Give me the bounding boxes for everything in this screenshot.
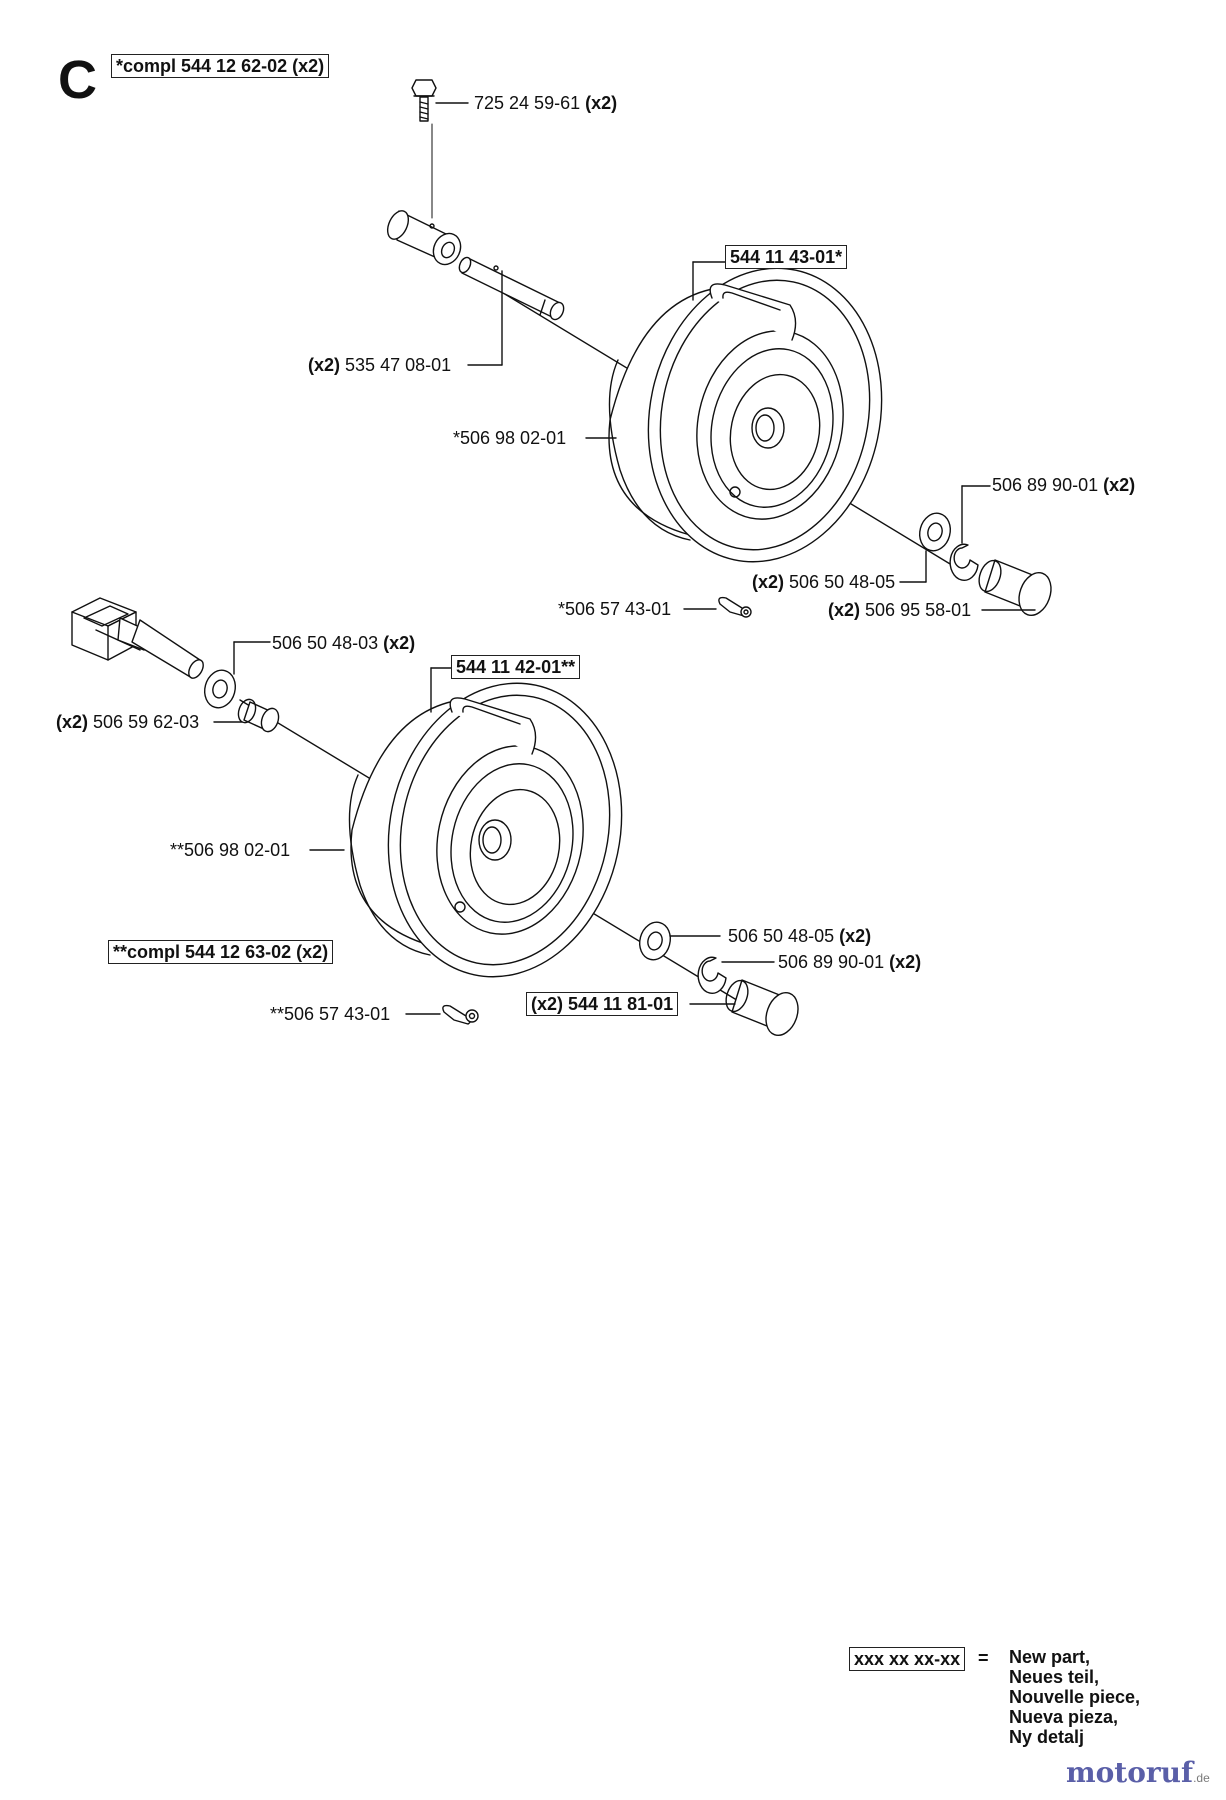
- legend-line: Nueva pieza,: [1009, 1707, 1119, 1727]
- lower-bushing: [237, 698, 280, 733]
- legend-line: Nouvelle piece,: [1009, 1687, 1141, 1707]
- label-bushing: (x2) 506 59 62-03: [56, 712, 200, 732]
- label-washer-lower: 506 50 48-05 (x2): [728, 926, 872, 946]
- upper-washer: [918, 512, 952, 552]
- lower-hub-cap: [725, 979, 799, 1037]
- legend-line: Ny detalj: [1009, 1727, 1085, 1747]
- label-clamp-upper: *506 57 43-01: [558, 599, 672, 619]
- lower-spindle-shaft: [131, 619, 204, 679]
- lower-tire-edge: [348, 774, 431, 956]
- upper-tire-edge: [608, 359, 691, 541]
- legend-line: New part,: [1009, 1647, 1091, 1667]
- lower-assembly-label: **compl 544 12 63-02 (x2): [108, 940, 334, 964]
- label-tire-upper: *506 98 02-01: [453, 428, 567, 448]
- label-wheel-lower: 544 11 42-01**: [451, 655, 581, 679]
- lower-washer-outer: [638, 921, 672, 961]
- lower-clamp: [442, 1004, 479, 1025]
- section-letter: C: [58, 50, 97, 110]
- upper-bolt: [411, 79, 437, 122]
- label-washer-inner: 506 50 48-03 (x2): [272, 633, 416, 653]
- watermark-logo: motoruf.de: [1066, 1756, 1210, 1789]
- upper-axle-pin: [458, 256, 565, 321]
- lower-wheel: [350, 682, 623, 978]
- label-clip-upper: 506 89 90-01 (x2): [992, 475, 1136, 495]
- upper-clamp: [718, 596, 752, 618]
- upper-clip: [949, 543, 979, 581]
- lower-washer-inner: [203, 669, 237, 709]
- upper-assembly-label: *compl 544 12 62-02 (x2): [111, 54, 330, 78]
- legend-equals: =: [978, 1648, 989, 1668]
- label-washer-upper: (x2) 506 50 48-05: [752, 572, 896, 592]
- label-axle: (x2) 535 47 08-01: [308, 355, 452, 375]
- label-clamp-lower: **506 57 43-01: [270, 1004, 391, 1024]
- label-cap-upper: (x2) 506 95 58-01: [828, 600, 972, 620]
- lower-clip: [697, 956, 727, 994]
- upper-spindle-housing: [386, 210, 462, 266]
- label-wheel-upper: 544 11 43-01*: [725, 245, 848, 269]
- upper-wheel: [608, 267, 883, 563]
- upper-hub-cap: [978, 559, 1052, 617]
- legend-line: Neues teil,: [1009, 1667, 1100, 1687]
- legend-key: xxx xx xx-xx: [849, 1647, 966, 1671]
- lower-spindle-bracket: [71, 597, 147, 661]
- label-tire-lower: **506 98 02-01: [170, 840, 291, 860]
- legend-text: New part, Neues teil, Nouvelle piece, Nu…: [1009, 1647, 1140, 1747]
- label-bolt: 725 24 59-61 (x2): [474, 93, 618, 113]
- label-clip-lower: 506 89 90-01 (x2): [778, 952, 922, 972]
- label-cap-lower: (x2) 544 11 81-01: [526, 992, 679, 1016]
